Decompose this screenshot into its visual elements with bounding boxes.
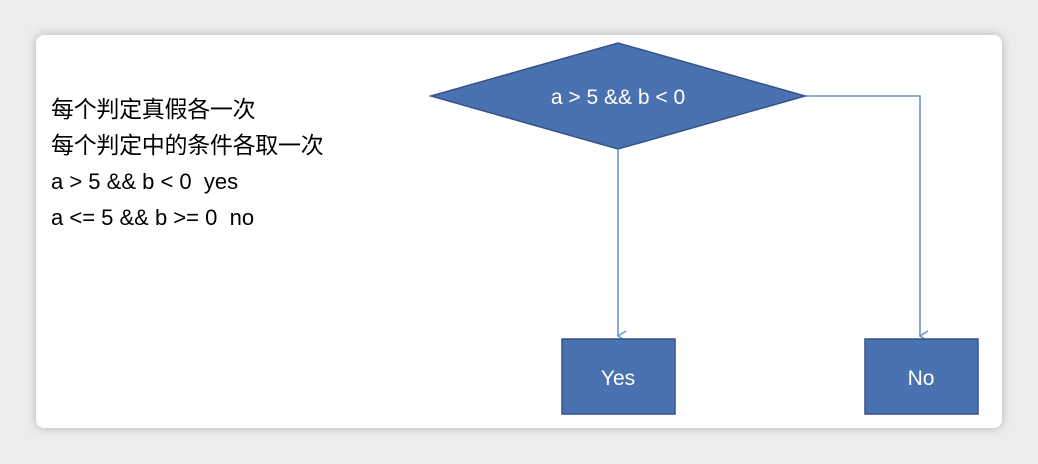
yes-box — [561, 338, 676, 415]
note-line-3: a > 5 && b < 0 yes — [51, 169, 239, 194]
no-box — [864, 338, 979, 415]
no-label: No — [908, 367, 935, 390]
yes-label: Yes — [601, 367, 635, 390]
decision-label: a > 5 && b < 0 — [551, 86, 685, 109]
notes-text-block: 每个判定真假各一次 每个判定中的条件各取一次 a > 5 && b < 0 ye… — [51, 92, 324, 236]
note-line-2: 每个判定中的条件各取一次 — [51, 133, 324, 159]
note-line-4: a <= 5 && b >= 0 no — [51, 205, 255, 230]
note-line-1: 每个判定真假各一次 — [51, 97, 256, 123]
decision-diamond — [428, 42, 808, 150]
connector-no — [802, 95, 929, 342]
